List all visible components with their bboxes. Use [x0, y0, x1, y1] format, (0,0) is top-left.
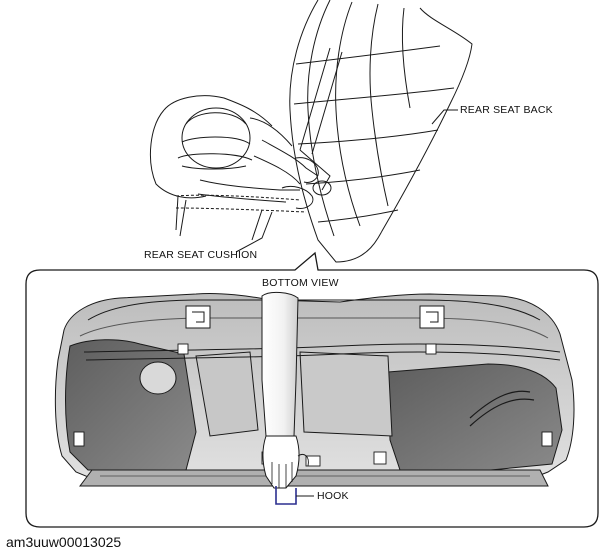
rear-seat-back-label: REAR SEAT BACK	[460, 104, 553, 116]
hook-label: HOOK	[317, 490, 349, 502]
technician-arm	[261, 291, 309, 489]
rear-seat-back-illustration	[289, 0, 473, 263]
rear-seat-cushion-label: REAR SEAT CUSHION	[144, 249, 258, 261]
rear-seat-cushion-leader	[235, 211, 273, 253]
leader-lines	[235, 109, 458, 253]
seat-cushion-bottom	[54, 292, 575, 487]
rear-seat-back-leader	[431, 109, 458, 125]
bottom-view-label: BOTTOM VIEW	[262, 277, 339, 289]
figure-code: am3uuw00013025	[6, 534, 122, 550]
technician-illustration	[149, 95, 332, 241]
